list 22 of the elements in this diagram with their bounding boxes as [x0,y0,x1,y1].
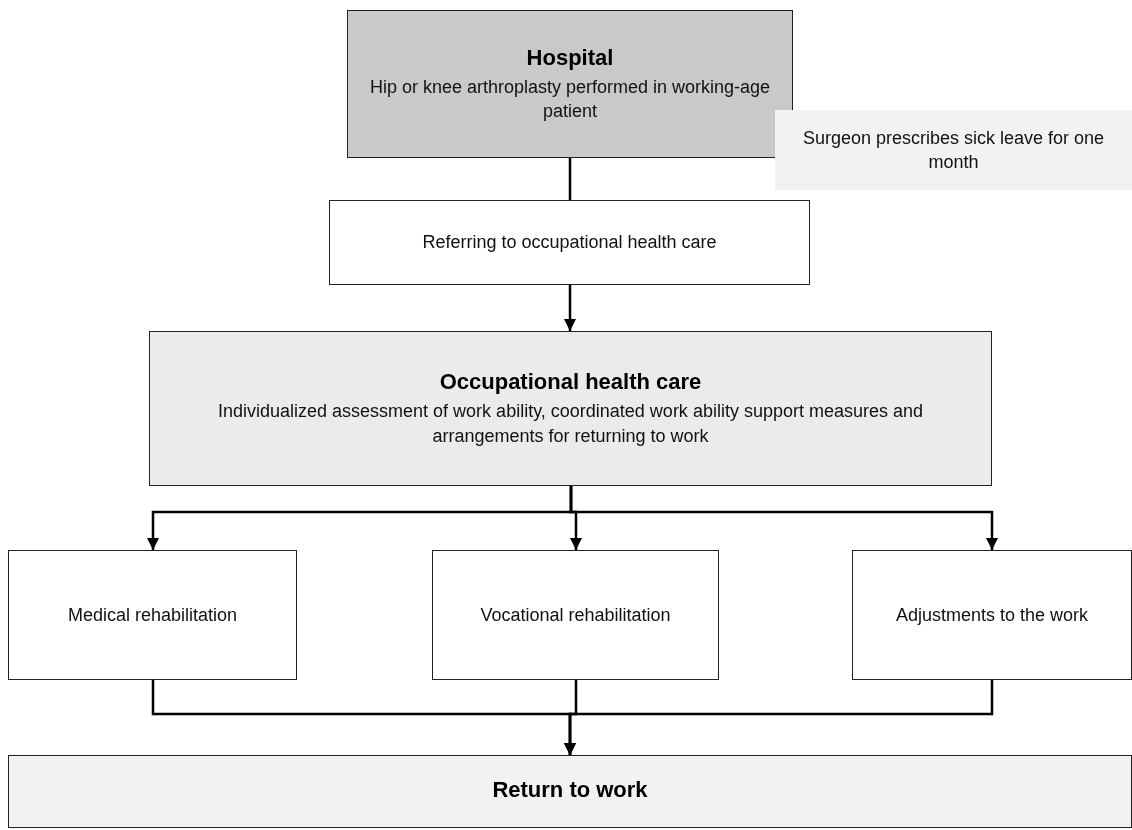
box-text: Adjustments to the work [895,603,1089,627]
process-box [149,331,992,486]
process-box [347,10,793,158]
process-box [852,550,1132,680]
connector-line [568,158,572,200]
process-box [8,550,297,680]
arrow [569,486,999,550]
box-title: Return to work [492,776,648,803]
note-box [775,110,1132,190]
box-text: Medical rehabilitation [67,603,238,627]
arrow [563,680,994,755]
arrow [563,285,577,331]
box-title: Occupational health care [439,369,702,396]
box-text: Hip or knee arthroplasty performed in working-age patient [368,75,772,123]
process-box [8,755,1132,828]
process-box [329,200,810,285]
box-title: Hospital [526,44,614,71]
box-text: Surgeon prescribes sick leave for one month [801,126,1106,174]
box-text: Vocational rehabilitation [480,603,671,627]
box-text: Referring to occupational health care [422,231,717,255]
process-box [432,550,719,680]
box-text: Individualized assessment of work ability, coordinated work ability support measures and arrangements for returning to work [217,400,924,448]
